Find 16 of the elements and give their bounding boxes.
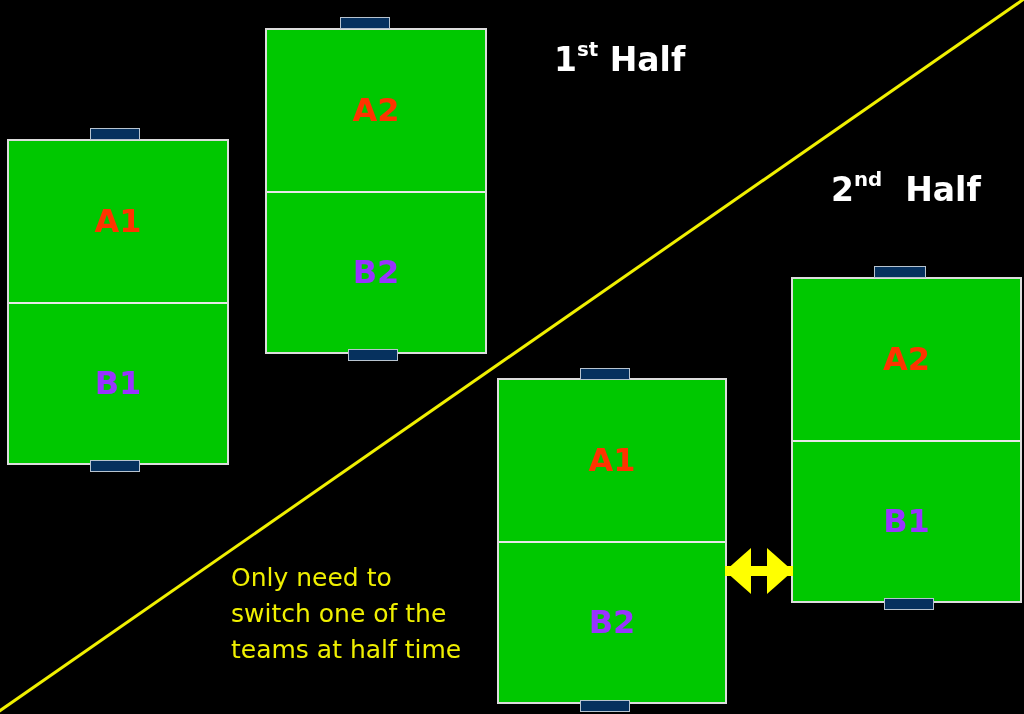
team-label: B1 [94,365,142,402]
team-label: A1 [588,442,636,479]
soccer-field [7,139,229,465]
team-label: B1 [883,503,930,540]
soccer-field [791,277,1022,603]
team-label: A1 [94,203,142,240]
note-text: Only need to switch one of the teams at half time [231,562,463,666]
team-label: B2 [588,604,636,641]
soccer-field [497,378,727,704]
half-heading: 1$^{st}$ Half [554,40,686,80]
team-label: A2 [352,92,400,129]
half-heading: 2$^{nd}$ Half [831,170,981,210]
swap-arrow [725,548,793,594]
team-label: A2 [883,341,930,378]
team-label: B2 [352,254,400,291]
soccer-field [265,28,487,354]
